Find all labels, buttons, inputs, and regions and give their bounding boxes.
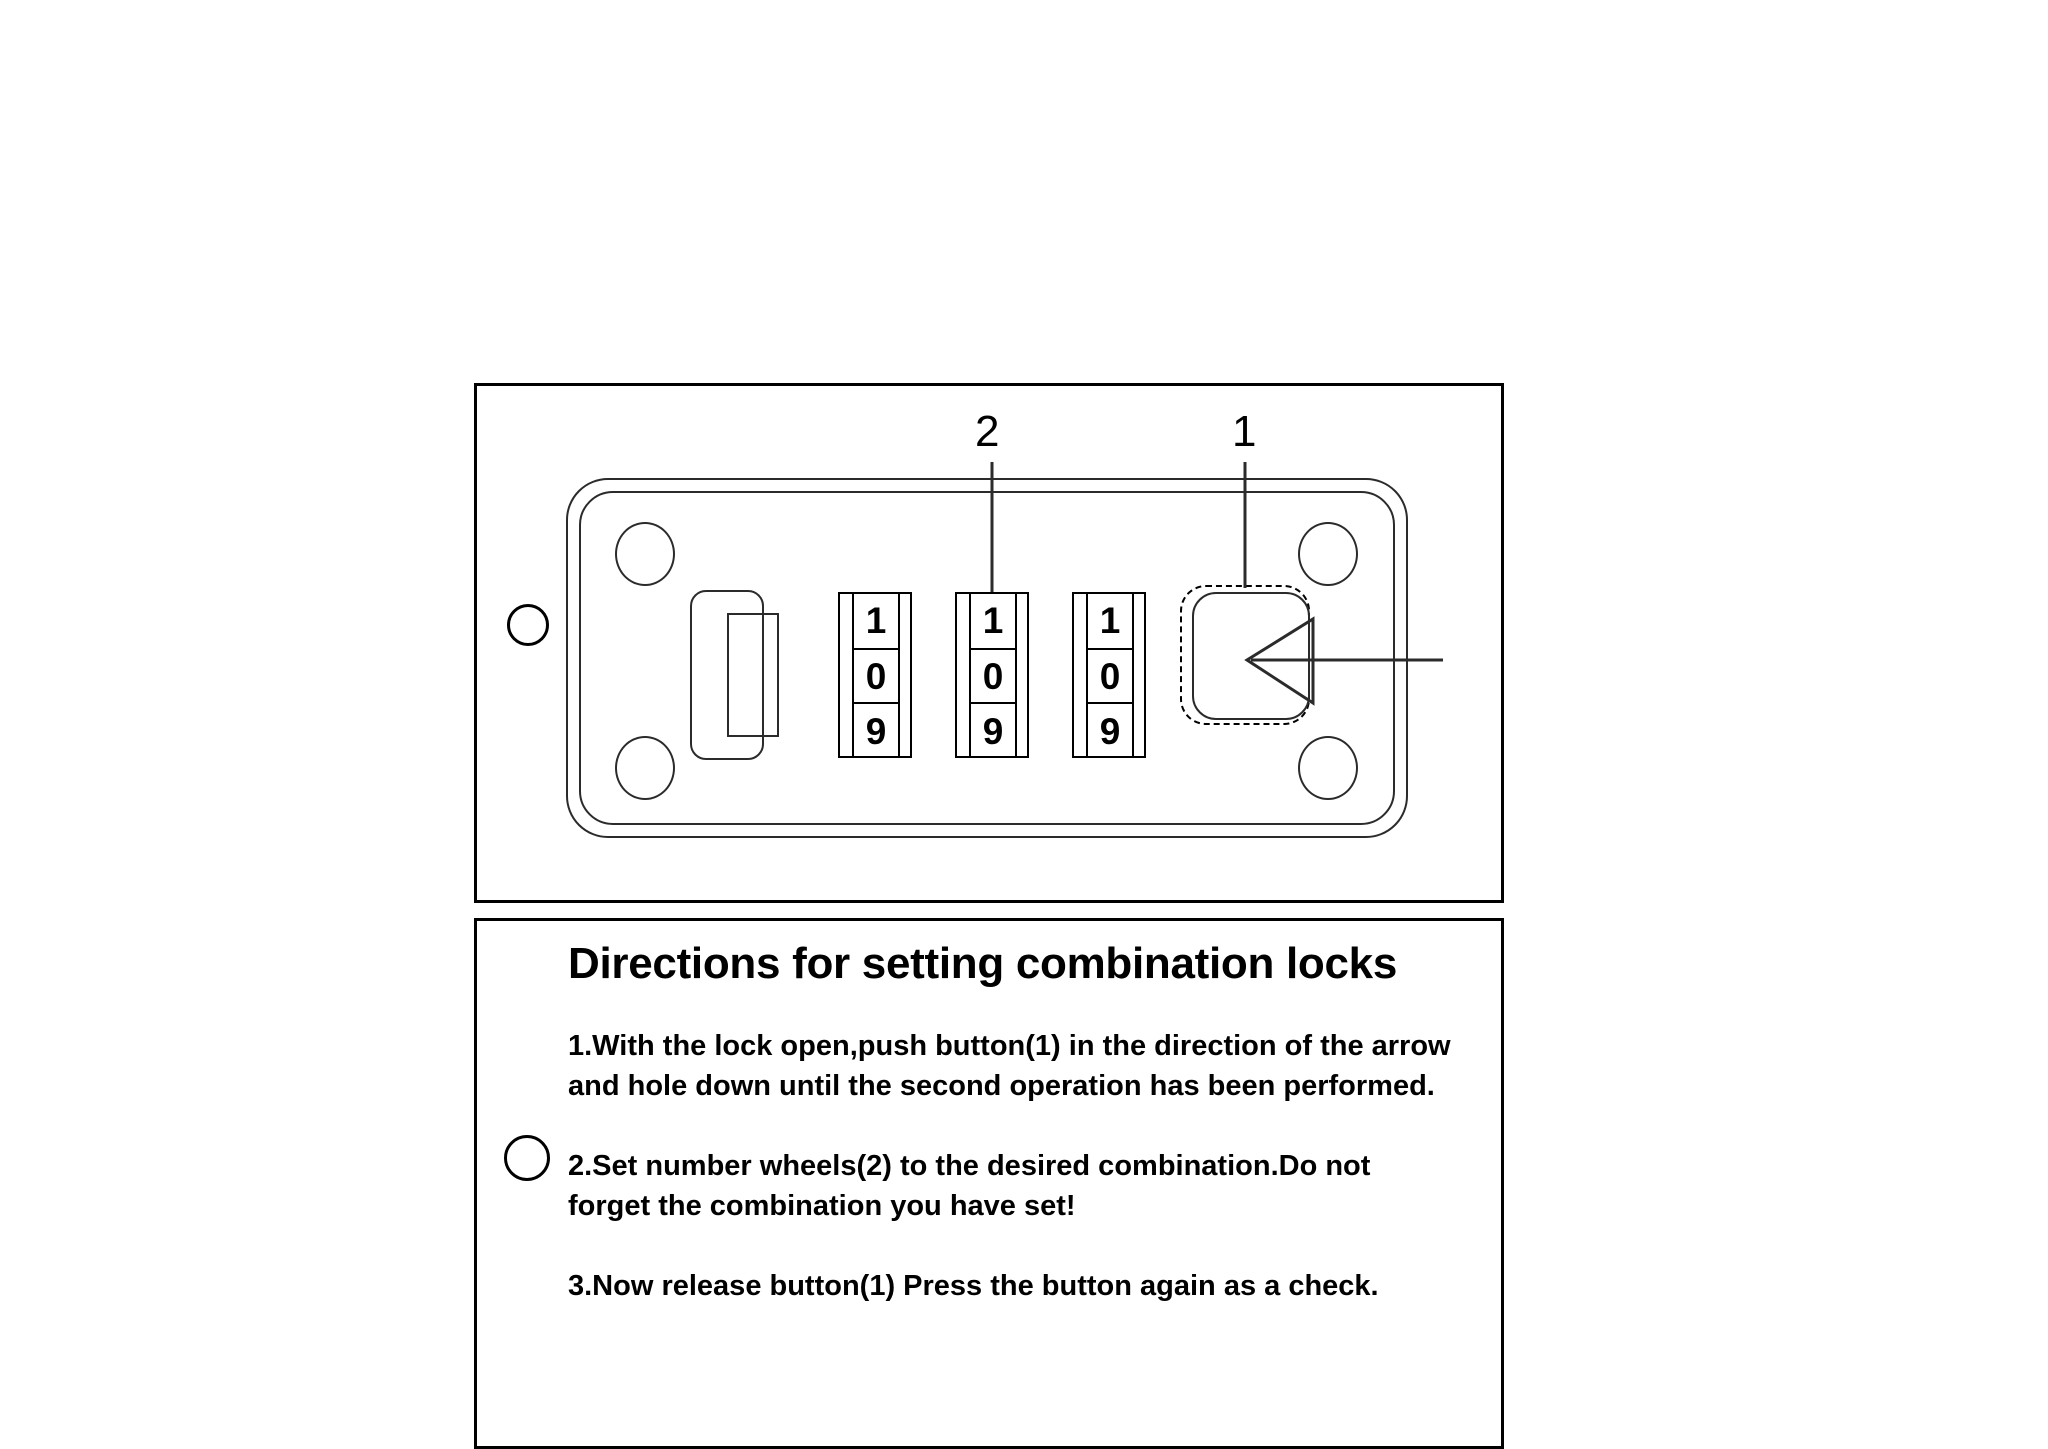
wheel-digit-bottom: 9 (982, 710, 1004, 752)
instructions-title: Directions for setting combination locks (568, 939, 1398, 988)
wheel-digit-top: 1 (969, 592, 1017, 650)
wheel-digit-bottom: 9 (865, 710, 887, 752)
number-wheel-2[interactable]: 1 0 9 (955, 592, 1029, 758)
number-wheel-3[interactable]: 1 0 9 (1072, 592, 1146, 758)
shackle-slot (690, 590, 764, 760)
reset-push-button[interactable] (1192, 592, 1310, 720)
instructions-content: Directions for setting combination locks… (568, 939, 1468, 1306)
instructions-panel (474, 918, 1504, 1449)
wheel-rail-left (852, 592, 854, 758)
lock-body-inner-shell (579, 491, 1395, 825)
wheel-digit-middle: 0 (969, 650, 1017, 704)
illustration-punch-hole (507, 604, 549, 646)
wheel-rail-left (969, 592, 971, 758)
screw-bottom-right (1298, 736, 1358, 800)
wheel-rail-right (1015, 592, 1017, 758)
callout-label-1: 1 (1232, 407, 1257, 456)
wheel-digit-top: 1 (852, 592, 900, 650)
wheel-digit-middle: 0 (852, 650, 900, 704)
instruction-step-1: 1.With the lock open,push button(1) in t… (568, 1030, 1451, 1103)
callout-label-2: 2 (975, 407, 1000, 456)
number-wheel-1[interactable]: 1 0 9 (838, 592, 912, 758)
shackle-slot-inner (727, 613, 779, 737)
lock-body-outer-shell (566, 478, 1408, 838)
instruction-step-3: 3.Now release button(1) Press the button… (568, 1270, 1379, 1303)
instruction-step-2: 2.Set number wheels(2) to the desired co… (568, 1150, 1371, 1223)
wheel-rail-right (1132, 592, 1134, 758)
wheel-digit-bottom: 9 (1099, 710, 1121, 752)
wheel-digit-top: 1 (1086, 592, 1134, 650)
screw-top-right (1298, 522, 1358, 586)
wheel-rail-left (1086, 592, 1088, 758)
screw-top-left (615, 522, 675, 586)
wheel-digit-middle: 0 (1086, 650, 1134, 704)
wheel-rail-right (898, 592, 900, 758)
instructions-punch-hole (504, 1135, 550, 1181)
screw-bottom-left (615, 736, 675, 800)
